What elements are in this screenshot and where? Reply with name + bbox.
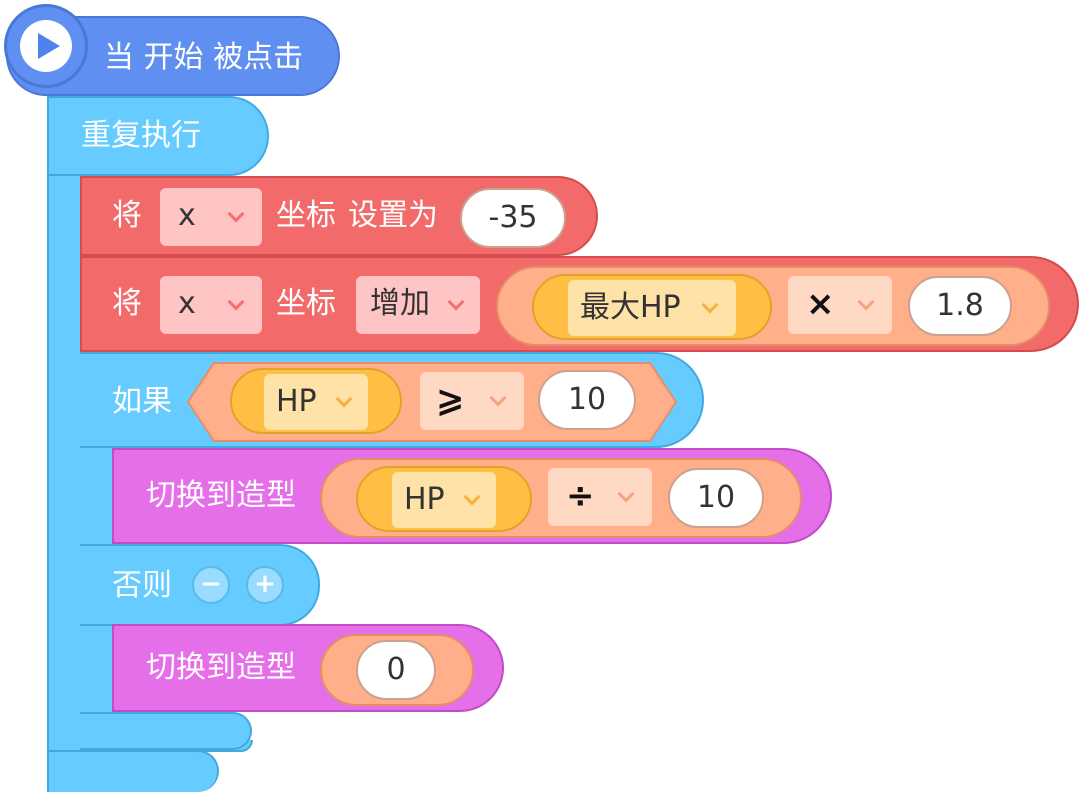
repeat-forever-label: 重复执行 — [81, 118, 201, 153]
axis-dropdown[interactable]: x — [160, 188, 262, 246]
chevron-down-icon — [227, 205, 245, 223]
switch-costume-label: 切换到造型 — [146, 650, 296, 685]
play-icon — [38, 33, 60, 59]
set-x-value-input[interactable]: -35 — [460, 188, 566, 248]
costume-value-input[interactable]: 0 — [356, 640, 436, 700]
operator-dropdown[interactable]: ÷ — [548, 468, 652, 526]
variable-name: 最大HP — [580, 290, 681, 325]
costume-value-slot[interactable]: 0 — [320, 634, 474, 706]
greater-equal-icon: ⩾ — [436, 380, 465, 420]
change-mode-value: 增加 — [370, 286, 430, 321]
coordinate-label: 坐标 — [276, 198, 336, 233]
divide-value-input[interactable]: 10 — [668, 468, 764, 528]
chevron-down-icon — [701, 296, 719, 314]
else-label: 否则 — [112, 568, 172, 603]
axis-dropdown-value: x — [178, 286, 196, 321]
multiply-value-input[interactable]: 1.8 — [908, 276, 1012, 336]
chevron-down-icon — [227, 293, 245, 311]
hp-variable-reporter[interactable]: HP — [230, 368, 402, 434]
variable-name: HP — [404, 482, 445, 517]
variable-dropdown[interactable]: HP — [392, 472, 496, 528]
if-label: 如果 — [112, 384, 172, 419]
if-block-foot — [80, 712, 252, 750]
divide-operator-reporter[interactable]: HP ÷ 10 — [320, 458, 802, 538]
divide-icon: ÷ — [566, 476, 595, 516]
change-x-coordinate-block[interactable]: 将 x 坐标 增加 最大HP × 1.8 — [80, 256, 1079, 352]
chevron-down-icon — [463, 488, 481, 506]
compare-value-input[interactable]: 10 — [538, 370, 636, 430]
set-verb-label: 将 — [112, 198, 142, 233]
chevron-down-icon — [857, 293, 875, 311]
change-verb-label: 将 — [112, 286, 142, 321]
change-mode-dropdown[interactable]: 增加 — [356, 276, 480, 334]
chevron-down-icon — [617, 485, 635, 503]
set-x-coordinate-block[interactable]: 将 x 坐标 设置为 -35 — [80, 176, 598, 256]
remove-branch-button[interactable]: − — [192, 566, 230, 604]
multiply-icon: × — [806, 284, 835, 324]
operator-dropdown[interactable]: × — [788, 276, 892, 334]
variable-dropdown[interactable]: HP — [264, 374, 368, 430]
chevron-down-icon — [447, 293, 465, 311]
hp-variable-reporter[interactable]: HP — [356, 466, 532, 532]
repeat-forever-block-foot — [47, 750, 219, 792]
chevron-down-icon — [335, 390, 353, 408]
repeat-forever-block[interactable]: 重复执行 — [47, 96, 269, 176]
multiply-operator-reporter[interactable]: 最大HP × 1.8 — [496, 266, 1050, 346]
when-start-clicked-label: 当 开始 被点击 — [104, 40, 304, 75]
switch-costume-block[interactable]: 切换到造型 HP ÷ 10 — [112, 448, 832, 544]
repeat-forever-block-arm — [47, 96, 83, 792]
axis-dropdown[interactable]: x — [160, 276, 262, 334]
variable-name: HP — [276, 384, 317, 419]
variable-dropdown[interactable]: 最大HP — [568, 280, 736, 336]
max-hp-variable-reporter[interactable]: 最大HP — [532, 274, 772, 340]
coordinate-label: 坐标 — [276, 286, 336, 321]
switch-costume-label: 切换到造型 — [146, 478, 296, 513]
chevron-down-icon — [489, 389, 507, 407]
set-to-label: 设置为 — [348, 198, 438, 233]
axis-dropdown-value: x — [178, 198, 196, 233]
else-block[interactable]: 否则 − + — [80, 544, 320, 626]
add-branch-button[interactable]: + — [246, 566, 284, 604]
comparison-operator-dropdown[interactable]: ⩾ — [420, 372, 524, 430]
switch-costume-block[interactable]: 切换到造型 0 — [112, 624, 504, 712]
